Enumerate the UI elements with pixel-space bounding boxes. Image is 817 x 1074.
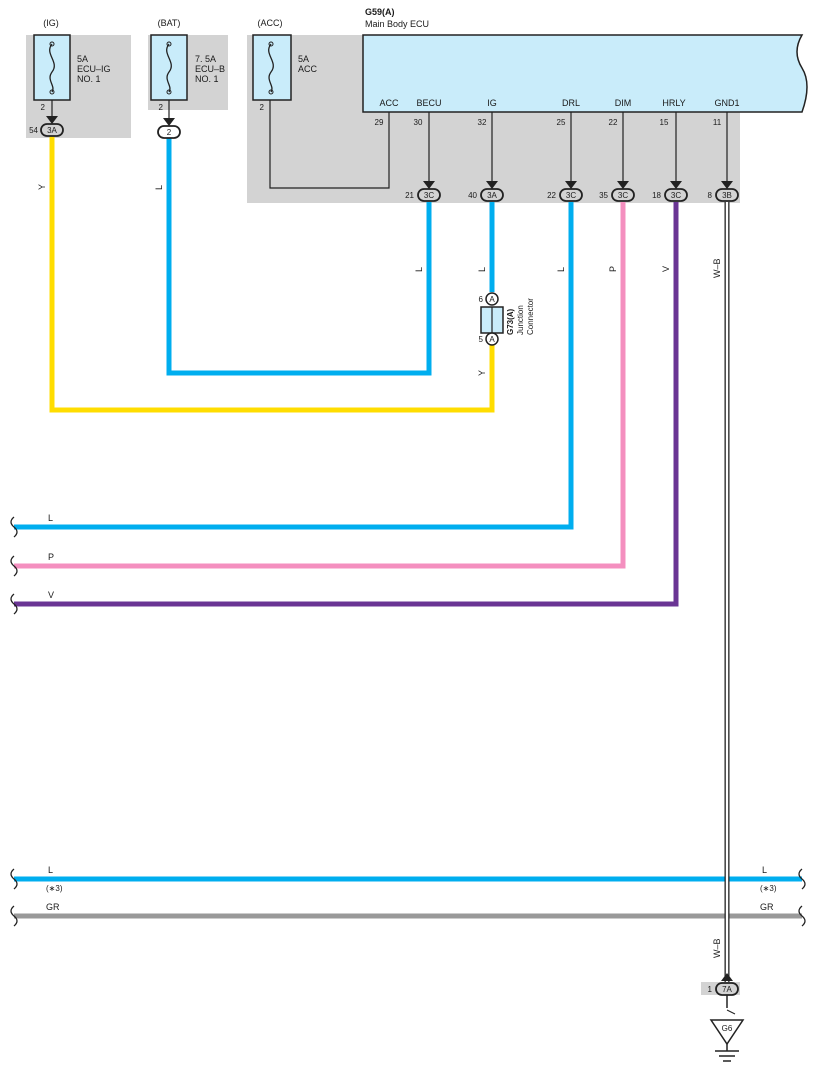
svg-text:18: 18 <box>652 191 661 200</box>
ig-fuse-icon <box>49 43 55 93</box>
ecu-pin-number-29: 29 <box>375 118 384 127</box>
connector-3c-18: 3C 18 <box>652 188 688 202</box>
svg-text:21: 21 <box>405 191 414 200</box>
main-body-ecu-box <box>362 34 808 113</box>
bat-fuse-number: NO. 1 <box>195 74 219 84</box>
acc-fuse-name: ACC <box>298 64 318 74</box>
svg-text:6: 6 <box>479 295 484 304</box>
ig-source-label: (IG) <box>43 18 59 28</box>
connector-3a-40: 3A 40 <box>468 188 504 202</box>
acc-fuse-icon <box>268 43 274 93</box>
wire-label-v-hrly: V <box>661 266 671 272</box>
ecu-pin-label-acc: ACC <box>379 98 399 108</box>
wire-label-gr-left: GR <box>46 902 60 912</box>
connector-3b-8: 3B 8 <box>708 188 739 202</box>
svg-text:Connector: Connector <box>526 298 535 335</box>
svg-text:3C: 3C <box>618 191 628 200</box>
wire-label-y-junction: Y <box>477 370 487 376</box>
connector-2-bat: 2 <box>157 125 181 139</box>
svg-text:G73(A): G73(A) <box>506 308 515 335</box>
ecu-pin-number-11: 11 <box>713 118 722 127</box>
ig-fuse-number: NO. 1 <box>77 74 101 84</box>
svg-text:A: A <box>489 295 495 304</box>
ecu-pin-number-25: 25 <box>557 118 566 127</box>
svg-text:3A: 3A <box>487 191 497 200</box>
svg-text:7A: 7A <box>722 985 732 994</box>
ig-fuse-pin: 2 <box>41 103 46 112</box>
wire-break-marks <box>10 516 806 927</box>
wire-label-l-becu: L <box>414 267 424 272</box>
acc-source-label: (ACC) <box>258 18 283 28</box>
ecu-name: Main Body ECU <box>365 19 429 29</box>
ecu-pin-label-becu: BECU <box>416 98 441 108</box>
bat-fuse-name: ECU–B <box>195 64 225 74</box>
connector-arrows <box>46 116 733 189</box>
bat-source-label: (BAT) <box>158 18 181 28</box>
wire-l-bat-becu <box>166 135 432 376</box>
wire-label-p-dim: P <box>608 266 618 272</box>
svg-text:40: 40 <box>468 191 477 200</box>
svg-text:35: 35 <box>599 191 608 200</box>
connector-7a: 7A 1 <box>708 982 739 996</box>
wire-label-l-ig: L <box>477 267 487 272</box>
ecu-pin-number-22: 22 <box>609 118 618 127</box>
wire-p-dim <box>14 202 626 569</box>
ecu-pin-label-drl: DRL <box>562 98 580 108</box>
wire-label-wb-bottom: W–B <box>712 938 722 958</box>
ecu-pin-number-30: 30 <box>414 118 423 127</box>
ground-arrow <box>721 973 733 981</box>
wire-label-l-bat: L <box>154 185 164 190</box>
connector-3c-21: 3C 21 <box>405 188 441 202</box>
svg-text:1: 1 <box>708 985 713 994</box>
bat-fuse-icon <box>166 43 172 93</box>
ig-fuse-name: ECU–IG <box>77 64 111 74</box>
ecu-pin-label-hrly: HRLY <box>662 98 685 108</box>
ecu-pin-label-dim: DIM <box>615 98 632 108</box>
svg-text:54: 54 <box>29 126 38 135</box>
svg-text:5: 5 <box>479 335 484 344</box>
svg-text:3B: 3B <box>722 191 732 200</box>
ecu-pin-label-ig: IG <box>487 98 497 108</box>
wire-note-left: (∗3) <box>46 884 63 893</box>
ecu-pin-number-15: 15 <box>660 118 669 127</box>
svg-text:2: 2 <box>167 128 172 137</box>
wire-label-p-left: P <box>48 552 54 562</box>
svg-text:A: A <box>489 335 495 344</box>
wire-label-l-bottom-right: L <box>762 865 767 875</box>
wire-label-gr-right: GR <box>760 902 774 912</box>
wire-label-wb-top: W–B <box>712 258 722 278</box>
wire-l-drl <box>14 202 574 530</box>
bat-fuse-rating: 7. 5A <box>195 54 216 64</box>
connector-3a-ig: 3A 54 <box>29 123 64 137</box>
svg-text:3C: 3C <box>671 191 681 200</box>
internal-wiring <box>51 112 728 189</box>
svg-text:8: 8 <box>708 191 713 200</box>
wire-y <box>49 135 495 413</box>
acc-fuse-pin: 2 <box>260 103 265 112</box>
ecu-code: G59(A) <box>365 7 395 17</box>
svg-text:3C: 3C <box>566 191 576 200</box>
wire-label-l-bottom-left: L <box>48 865 53 875</box>
svg-text:3A: 3A <box>47 126 57 135</box>
ig-fuse-rating: 5A <box>77 54 88 64</box>
connector-3c-22: 3C 22 <box>547 188 583 202</box>
wire-label-y-top: Y <box>37 184 47 190</box>
svg-text:22: 22 <box>547 191 556 200</box>
wire-label-v-left: V <box>48 590 54 600</box>
ground-symbol-icon: G6 <box>709 995 745 1062</box>
wire-v-hrly <box>14 202 679 607</box>
acc-fuse-rating: 5A <box>298 54 309 64</box>
ecu-pin-label-gnd1: GND1 <box>714 98 739 108</box>
connector-3c-35: 3C 35 <box>599 188 635 202</box>
bat-fuse-pin: 2 <box>159 103 164 112</box>
wire-label-l-left: L <box>48 513 53 523</box>
wire-note-right: (∗3) <box>760 884 777 893</box>
wire-label-l-drl: L <box>556 267 566 272</box>
ecu-pin-number-32: 32 <box>478 118 487 127</box>
svg-text:Junction: Junction <box>516 305 525 335</box>
svg-text:G6: G6 <box>722 1024 733 1033</box>
svg-text:3C: 3C <box>424 191 434 200</box>
junction-connector: A 6 A 5 G73(A) Junction Connector <box>479 292 535 346</box>
